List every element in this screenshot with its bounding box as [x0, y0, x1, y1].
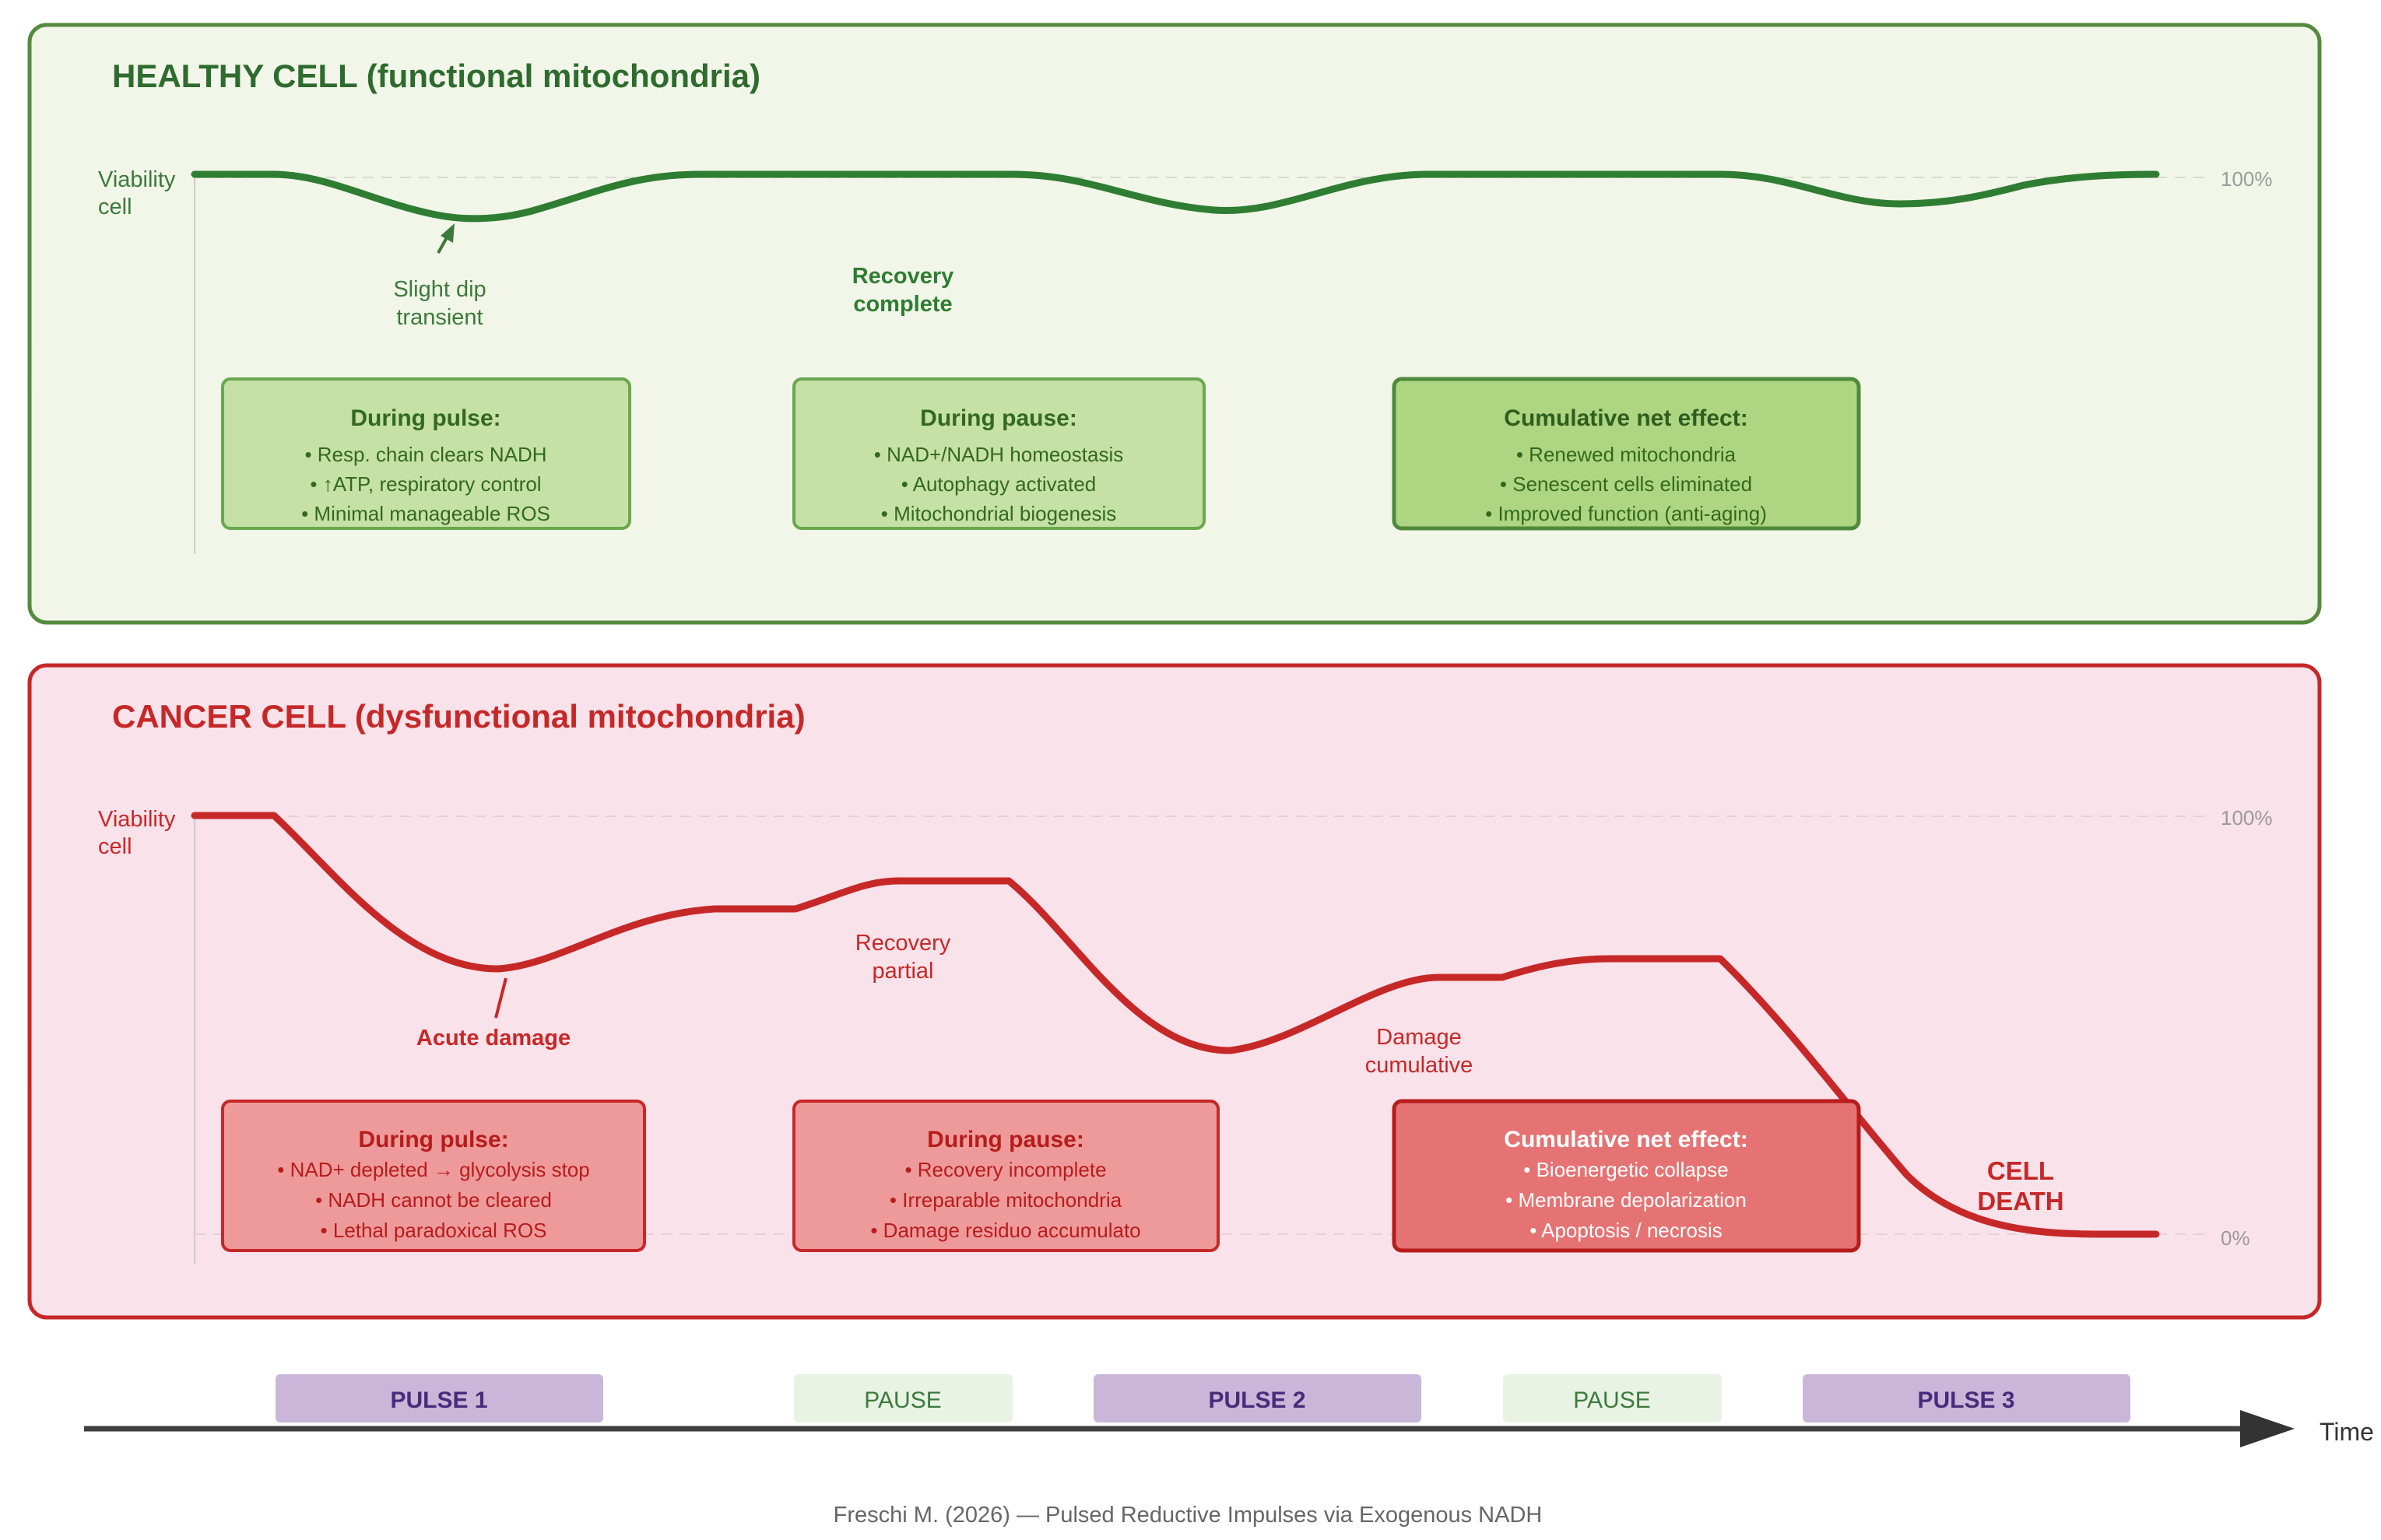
- cancer-pause-box-line3: • Damage residuo accumulato: [870, 1219, 1140, 1242]
- cancer-acute-pointer: [494, 977, 507, 1019]
- timeline-segment-label: PAUSE: [864, 1387, 941, 1413]
- cancer-net-effect-box-line1: • Bioenergetic collapse: [1523, 1158, 1728, 1181]
- healthy-title: HEALTHY CELL (functional mitochondria): [112, 58, 760, 94]
- healthy-pulse-box-title: During pulse:: [350, 405, 500, 431]
- healthy-dip-arrow-head: [441, 223, 455, 243]
- cancer-pause-box-line1: • Recovery incomplete: [904, 1158, 1106, 1181]
- time-axis-label: Time: [2320, 1418, 2374, 1446]
- cancer-net-effect-box-line2: • Membrane depolarization: [1505, 1188, 1747, 1212]
- healthy-panel: HEALTHY CELL (functional mitochondria) V…: [27, 23, 2322, 625]
- healthy-pause-box-title: During pause:: [920, 405, 1077, 431]
- cancer-pause-box-title: During pause:: [927, 1127, 1084, 1152]
- healthy-pause-box-line3: • Mitochondrial biogenesis: [881, 502, 1117, 525]
- healthy-tick-100: 100%: [2221, 167, 2273, 191]
- healthy-pause-box-line2: • Autophagy activated: [901, 472, 1097, 496]
- healthy-pulse-box: During pulse: • Resp. chain clears NADH …: [221, 377, 631, 530]
- cancer-y-label-line2: cell: [98, 834, 132, 859]
- cancer-net-effect-box: Cumulative net effect: • Bioenergetic co…: [1392, 1099, 1861, 1253]
- cancer-title: CANCER CELL (dysfunctional mitochondria): [112, 698, 806, 735]
- healthy-y-label-line2: cell: [98, 195, 132, 219]
- timeline-segment-label: PULSE 2: [1208, 1387, 1305, 1413]
- timeline-segment-pulse-1: PULSE 1: [276, 1374, 603, 1422]
- footer-citation: Freschi M. (2026) — Pulsed Reductive Imp…: [834, 1503, 1543, 1528]
- cancer-cumulative-label-line1: Damage: [1376, 1025, 1462, 1050]
- cancer-acute-label: Acute damage: [416, 1026, 571, 1051]
- healthy-pulse-box-line2: • ↑ATP, respiratory control: [310, 472, 541, 496]
- cancer-y-label-line1: Viability: [98, 807, 176, 832]
- timeline: PULSE 1 PAUSE PULSE 2 PAUSE PULSE 3 Time: [84, 1374, 2374, 1447]
- timeline-segment-label: PAUSE: [1573, 1387, 1650, 1413]
- time-axis-arrowhead: [2240, 1410, 2295, 1447]
- timeline-segment-label: PULSE 1: [390, 1387, 487, 1413]
- timeline-segment-pause-2: PAUSE: [1503, 1374, 1722, 1422]
- healthy-recovery-label-line2: complete: [853, 292, 952, 317]
- cancer-cumulative-label-line2: cumulative: [1365, 1053, 1473, 1078]
- healthy-dip-label-line2: transient: [396, 305, 483, 330]
- healthy-pause-box: During pause: • NAD+/NADH homeostasis • …: [792, 377, 1206, 530]
- cancer-pulse-box-line3: • Lethal paradoxical ROS: [321, 1219, 547, 1242]
- healthy-net-effect-box-title: Cumulative net effect:: [1504, 405, 1747, 431]
- cancer-net-effect-box-title: Cumulative net effect:: [1504, 1127, 1747, 1152]
- cancer-partial-label-line1: Recovery: [855, 931, 951, 956]
- cancer-pulse-box-title: During pulse:: [358, 1127, 508, 1152]
- cancer-death-label-line1: CELL: [1987, 1156, 2054, 1185]
- healthy-net-effect-box-line3: • Improved function (anti-aging): [1485, 502, 1767, 525]
- cancer-pulse-box-line1: • NAD+ depleted → glycolysis stop: [277, 1158, 589, 1181]
- cancer-pulse-box-line2: • NADH cannot be cleared: [315, 1188, 552, 1212]
- healthy-recovery-label-line1: Recovery: [852, 264, 954, 289]
- timeline-segment-pulse-3: PULSE 3: [1803, 1374, 2130, 1422]
- healthy-pulse-box-line3: • Minimal manageable ROS: [301, 502, 550, 525]
- cancer-net-effect-box-line3: • Apoptosis / necrosis: [1529, 1219, 1723, 1242]
- cancer-partial-label-line2: partial: [873, 959, 934, 984]
- cancer-pulse-box: During pulse: • NAD+ depleted → glycolys…: [221, 1100, 646, 1252]
- timeline-segment-pulse-2: PULSE 2: [1094, 1374, 1421, 1422]
- healthy-y-label-line1: Viability: [98, 167, 176, 192]
- cancer-pause-box: During pause: • Recovery incomplete • Ir…: [792, 1100, 1220, 1252]
- cancer-death-label-line2: DEATH: [1977, 1187, 2063, 1216]
- timeline-segment-label: PULSE 3: [1917, 1387, 2014, 1413]
- healthy-pause-box-line1: • NAD+/NADH homeostasis: [874, 443, 1123, 466]
- healthy-net-effect-box-line2: • Senescent cells eliminated: [1500, 472, 1752, 496]
- healthy-viability-curve: [191, 170, 2160, 223]
- cancer-panel: CANCER CELL (dysfunctional mitochondria)…: [27, 663, 2322, 1320]
- healthy-net-effect-box-line1: • Renewed mitochondria: [1516, 443, 1737, 466]
- cancer-tick-100: 100%: [2221, 806, 2273, 830]
- healthy-net-effect-box: Cumulative net effect: • Renewed mitocho…: [1392, 377, 1861, 531]
- cancer-pause-box-line2: • Irreparable mitochondria: [890, 1188, 1122, 1212]
- timeline-segment-pause-1: PAUSE: [794, 1374, 1013, 1422]
- healthy-dip-label-line1: Slight dip: [393, 277, 486, 302]
- cancer-tick-0: 0%: [2221, 1226, 2250, 1250]
- healthy-pulse-box-line1: • Resp. chain clears NADH: [304, 443, 546, 466]
